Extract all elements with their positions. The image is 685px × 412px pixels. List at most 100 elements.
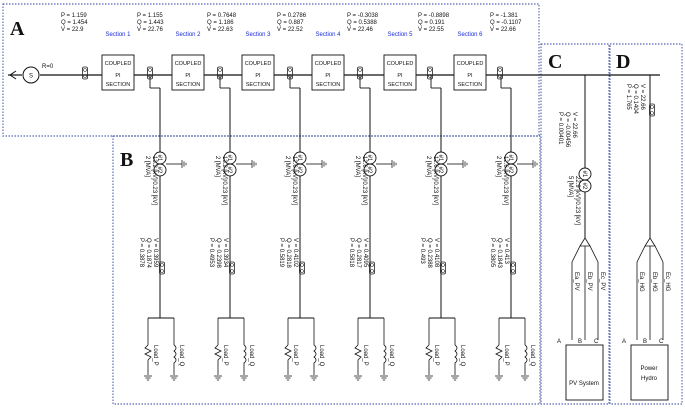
load-v-value: 0.4102 <box>292 249 298 268</box>
transformer-mva: 2 [MVA] <box>214 156 220 177</box>
svg-text:V = 22.52: V = 22.52 <box>277 27 304 33</box>
svg-text:PI: PI <box>255 73 261 79</box>
load-q-label: Load_Q <box>459 345 465 367</box>
svg-text:P = 0.2786: P = 0.2786 <box>277 13 307 19</box>
winding-label: #1 <box>296 155 302 162</box>
voltage-source-icon <box>22 66 40 84</box>
transformer-ratio: 12.6 [kV]/0.23 [kV] <box>361 156 367 205</box>
svg-text:V = 0.4102: V = 0.4102 <box>292 238 298 268</box>
svg-text:V = 22.63: V = 22.63 <box>207 27 234 33</box>
transformer-ratio: 12.6 [kV]/0.23 [kV] <box>502 156 508 205</box>
hydro-p-value: 1.765 <box>625 95 631 111</box>
load-v-value: 0.3934 <box>222 249 228 268</box>
hydro-source-a: Ea_HG <box>638 272 644 292</box>
svg-text:P = -0.3038: P = -0.3038 <box>347 13 379 19</box>
svg-text:P = 0.3878: P = 0.3878 <box>138 238 144 268</box>
load-q-value: 0.2818 <box>285 250 291 269</box>
pv-v-value: 22.66 <box>571 123 577 139</box>
load-q-label: Load_Q <box>388 345 394 367</box>
load-reading: P = 0.3805 Q = 0.1843 V = 0.413 <box>489 238 509 269</box>
resistor-icon <box>495 344 503 375</box>
pv-phase-b: B <box>578 339 582 345</box>
bus-q-value: 1.454 <box>73 20 89 26</box>
section-label: Section 4 <box>315 32 341 38</box>
inductor-icon <box>173 344 177 375</box>
load-q-value: 0.1874 <box>145 250 151 269</box>
svg-text:Q = 0.2398: Q = 0.2398 <box>215 238 221 269</box>
transformer-mva: 2 [MVA] <box>425 156 431 177</box>
load-p-label: Load_P <box>292 345 298 366</box>
hydro-v-value: 22.66 <box>639 95 645 111</box>
pq-label: P = <box>418 13 429 19</box>
svg-text:P = 0.5819: P = 0.5819 <box>278 238 284 268</box>
transformer-ratio: 12.6 [kV]/0.23 [kV] <box>291 156 297 205</box>
svg-text:COUPLED: COUPLED <box>457 61 484 67</box>
bus-q-value: 0.887 <box>289 20 305 26</box>
pv-phase-a: A <box>557 339 561 345</box>
pq-label: P = <box>277 13 288 19</box>
svg-text:Q = 0.2388: Q = 0.2388 <box>426 238 432 269</box>
svg-text:P = 0.5818: P = 0.5818 <box>348 238 354 268</box>
svg-text:COUPLED: COUPLED <box>387 61 414 67</box>
load-p-label: Load_P <box>362 345 368 366</box>
svg-text:Q = 0.2818: Q = 0.2818 <box>285 238 291 269</box>
pv-transformer-mva: 5 [MVA] <box>567 176 573 197</box>
winding-label: #2 <box>507 167 513 174</box>
load-q-value: 0.1843 <box>496 250 502 269</box>
section-label: Section 5 <box>387 32 413 38</box>
svg-text:#2: #2 <box>581 183 587 190</box>
resistor-icon <box>214 344 222 375</box>
load-p-label: Load_P <box>222 345 228 366</box>
region-a-outline <box>2 3 540 137</box>
load-v-value: 0.413 <box>503 249 509 265</box>
svg-text:Q = -0.00456: Q = -0.00456 <box>564 112 570 148</box>
bus-v-value: 22.63 <box>218 27 234 33</box>
load-v-value: 0.3959 <box>152 249 158 268</box>
load-feeder: #1 #2 <box>353 75 397 381</box>
svg-text:Q = 0.1874: Q = 0.1874 <box>145 238 151 269</box>
section-label: Section 3 <box>245 32 271 38</box>
region-d-outline <box>609 43 683 405</box>
pv-source-a: Ea_PV <box>573 272 579 291</box>
bus-p-value: 0.2786 <box>288 13 307 19</box>
bus-v-value: 22.66 <box>501 27 517 33</box>
svg-text:P = -1.381: P = -1.381 <box>490 13 518 19</box>
region-b-outline <box>112 135 541 405</box>
svg-text:P = 1.159: P = 1.159 <box>61 13 87 19</box>
svg-text:SECTION: SECTION <box>246 82 270 88</box>
svg-text:P = 0.7648: P = 0.7648 <box>207 13 237 19</box>
svg-text:COUPLED: COUPLED <box>315 61 342 67</box>
region-outlines <box>2 3 683 405</box>
bus-node-icon <box>644 237 656 247</box>
region-label-d: D <box>616 51 630 73</box>
pq-label: V = <box>137 27 148 33</box>
transformer-mva: 2 [MVA] <box>495 156 501 177</box>
transformer-mva: 2 [MVA] <box>284 156 290 177</box>
bus-reading: P = -1.381 Q = -0.1107 V = 22.66 <box>490 13 522 33</box>
load-q-value: 0.2398 <box>215 250 221 269</box>
pv-source-b: Eb_PV <box>586 272 592 291</box>
load-v-value: 0.4095 <box>362 249 368 268</box>
transformer-rating: 2 [MVA] 13.2 [kV]/0.23 [kV] 2 [MVA] 13.2… <box>144 156 508 205</box>
load-q-value: 0.2388 <box>426 250 432 269</box>
svg-text:Q = 0.191: Q = 0.191 <box>418 20 445 26</box>
load-p-label: Load_P <box>152 345 158 366</box>
pq-label: P = <box>347 13 358 19</box>
pq-label: P = <box>137 13 148 19</box>
load-feeder: #1 #2 <box>424 75 468 381</box>
winding-label: #1 <box>437 155 443 162</box>
pv-phase-c: C <box>594 339 599 345</box>
winding-label: #2 <box>296 167 302 174</box>
region-label-c: C <box>548 51 562 73</box>
pq-label: V = <box>61 27 72 33</box>
pv-q-value: -0.00456 <box>564 124 570 148</box>
pq-label: V = <box>207 27 218 33</box>
load-p-label: Load_P <box>433 345 439 366</box>
bus-q-value: 0.191 <box>430 20 446 26</box>
meter-icon <box>82 66 88 80</box>
pq-label: Q = <box>207 20 219 26</box>
load-p-label: Load_P <box>503 345 509 366</box>
hydro-branch <box>630 75 669 401</box>
pv-system-block <box>565 344 604 401</box>
load-reading: P = 0.5818 Q = 0.2817 V = 0.4095 <box>348 238 368 269</box>
